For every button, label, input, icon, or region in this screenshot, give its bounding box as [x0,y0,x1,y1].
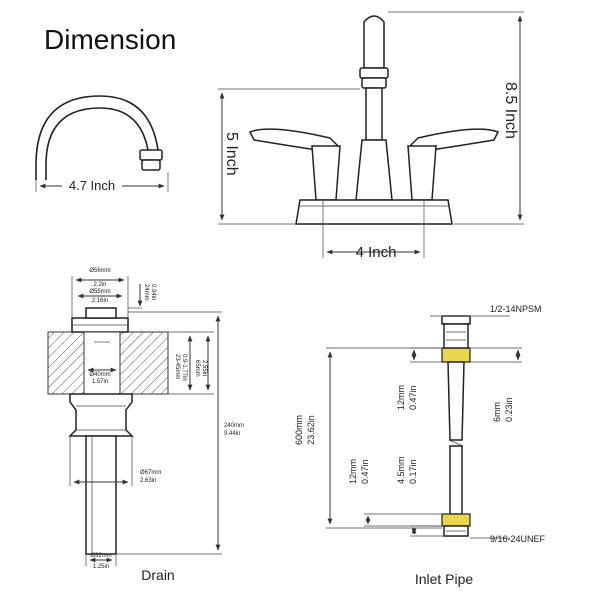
bottom-fitting-mm: 4.5mm [396,456,406,484]
top-diameter-in: 2.2in [93,282,106,288]
max-thickness-mm: 65mm [194,360,200,377]
total-length-in: 9.44in [224,431,240,437]
top-nut-mm: 12mm [396,385,406,410]
top-thread-label: 1/2-14NPSM [490,304,542,314]
total-height-label: 8.5 Inch [502,82,519,139]
cap-height-in: 0.94in [150,284,156,300]
drain-drawing: Ø56mm 2.2in Ø55mm 2.16in 24mm 0.94in Ø40… [47,268,244,583]
drain-caption: Drain [141,567,174,583]
max-thickness-in: 2.55in [201,360,207,376]
thickness-range-in: 0.9-1.77in [181,354,187,381]
tail-diameter-in: 1.25in [93,564,109,570]
spout-drawing: 4.7 Inch [35,95,169,193]
top-fitting-in: 0.23in [504,397,514,422]
mid-diameter-mm: Ø55mm [89,289,110,295]
pipe-length-mm: 600mm [294,415,304,445]
hole-diameter-mm: Ø40mm [89,372,110,378]
faucet-height-label: 5 Inch [223,132,240,176]
inlet-pipe-drawing: 1/2-14NPSM 9/16-24UNEF 600mm 23.62in 12m… [294,304,546,587]
cap-height-mm: 24mm [143,284,149,301]
inlet-pipe-caption: Inlet Pipe [415,571,474,587]
total-length-mm: 240mm [224,423,244,429]
tail-diameter-mm: Ø32mm [90,553,111,559]
bottom-nut-in: 0.47in [360,459,370,484]
top-nut-in: 0.47in [408,385,418,410]
diagram-title: Dimension [44,24,177,55]
mid-diameter-in: 2.16in [92,298,108,304]
nut-diameter-in: 2.63in [140,478,156,484]
top-diameter-mm: Ø56mm [89,268,110,274]
hole-diameter-in: 1.57in [92,379,108,385]
faucet-drawing: 5 Inch 8.5 Inch 4 Inch [218,11,524,261]
bottom-nut-mm: 12mm [348,459,358,484]
bottom-thread-label: 9/16-24UNEF [490,534,546,544]
pipe-length-in: 23.62in [306,415,316,445]
bottom-fitting-in: 0.17in [408,459,418,484]
thickness-range-mm: 23-45mm [174,354,180,379]
spout-reach-label: 4.7 Inch [69,178,115,193]
nut-diameter-mm: Ø67mm [140,470,161,476]
top-fitting-mm: 6mm [492,402,502,422]
center-spread-label: 4 Inch [356,244,397,261]
